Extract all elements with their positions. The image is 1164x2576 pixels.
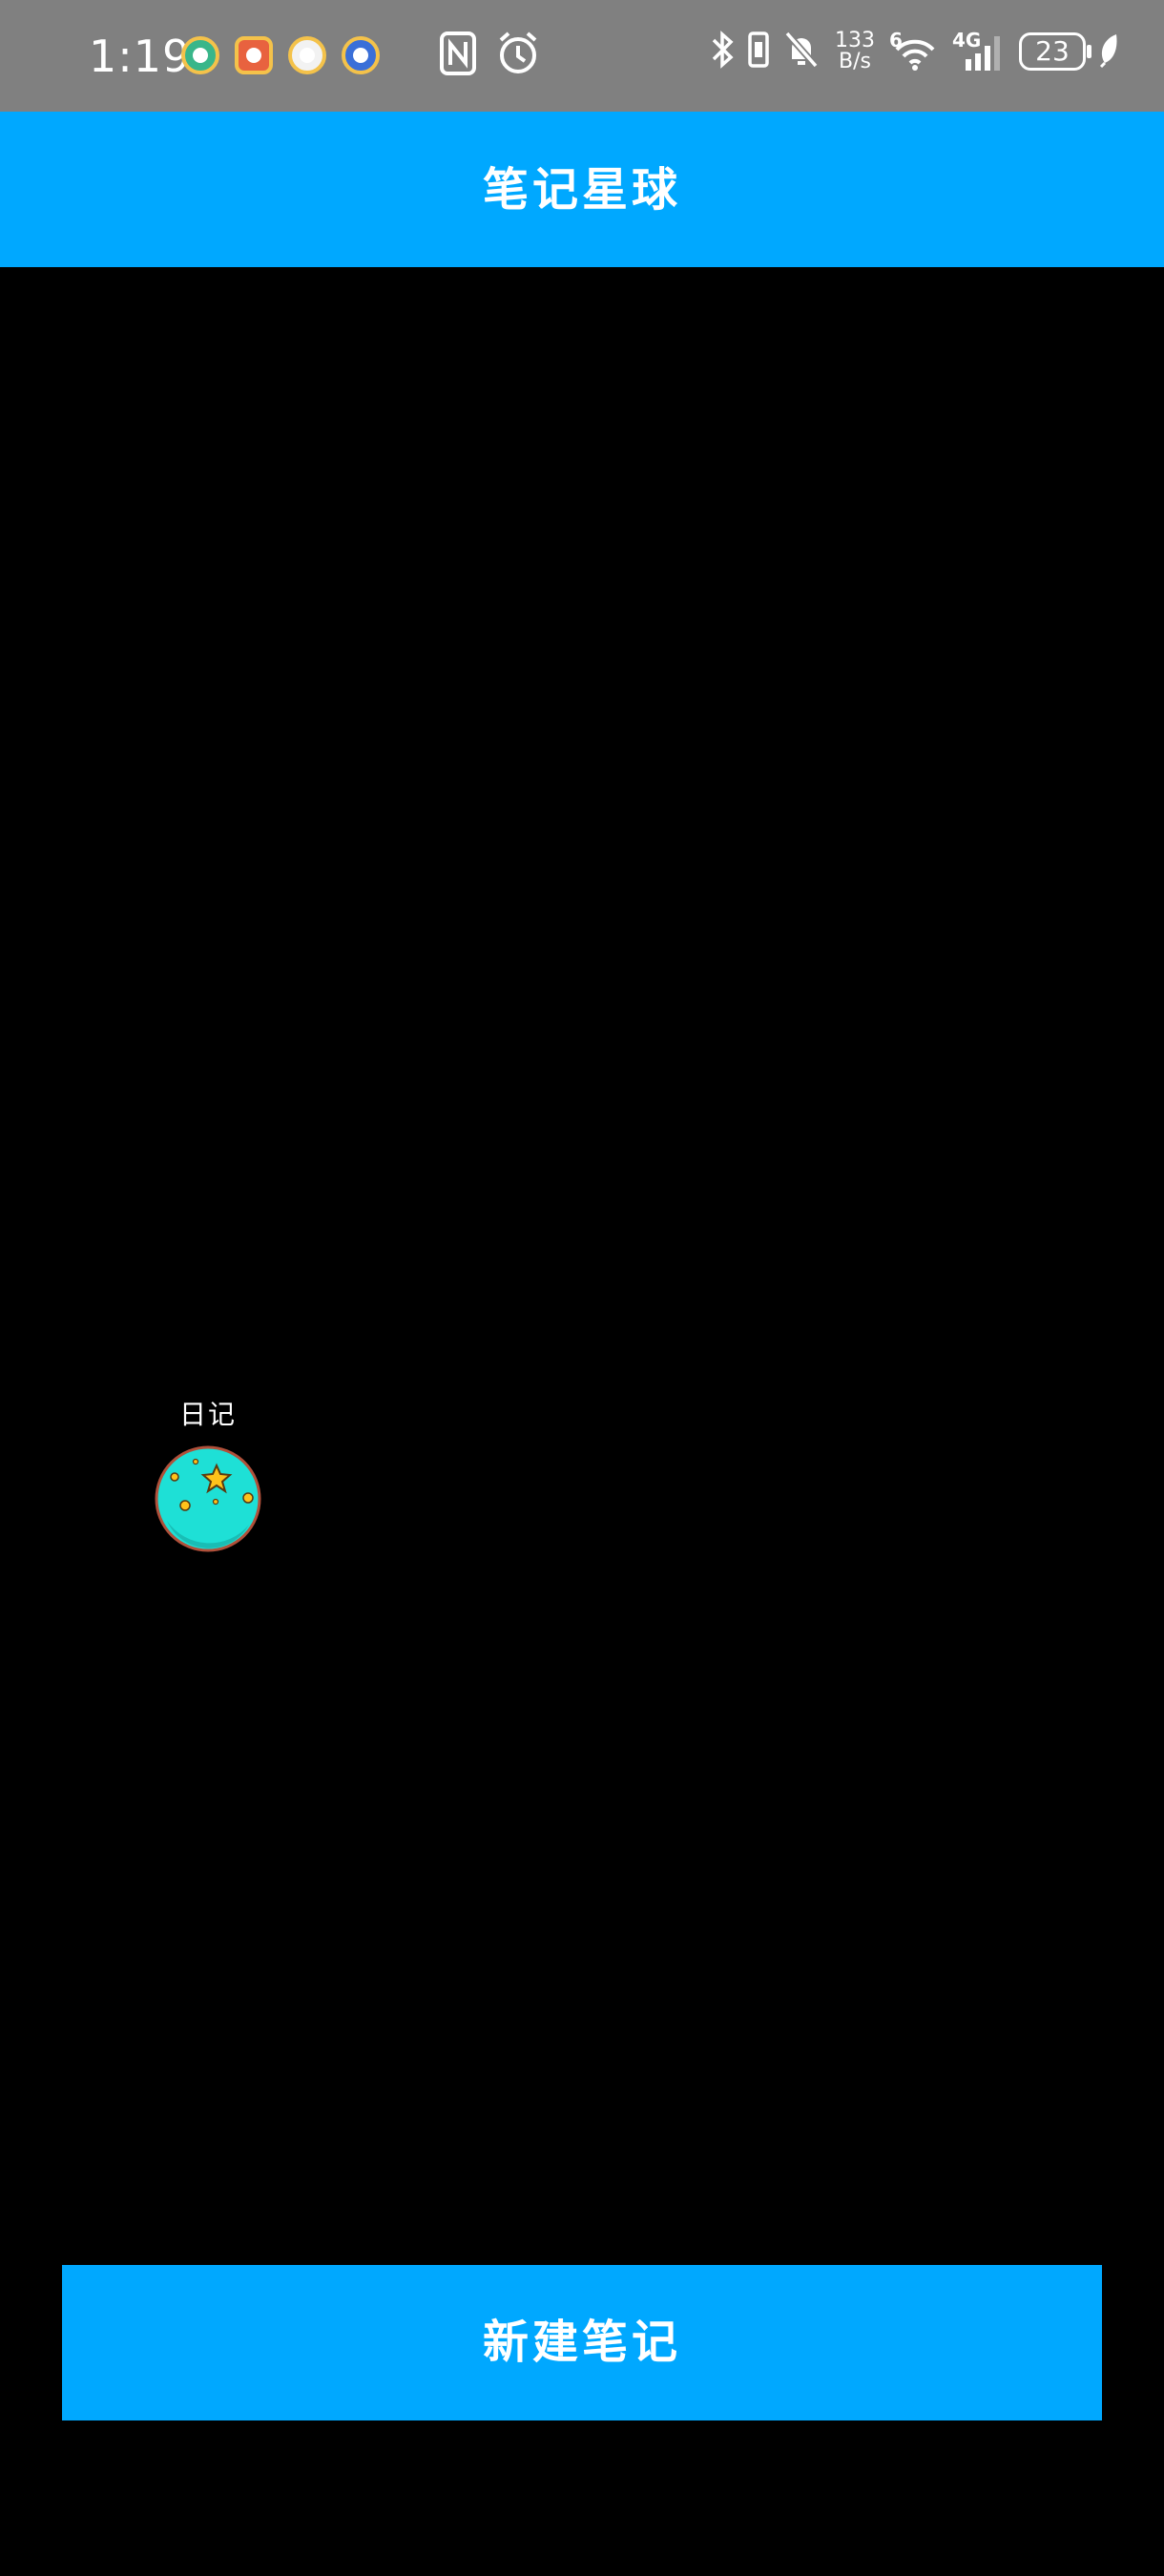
status-system-left — [439, 31, 540, 80]
planet-diary[interactable]: 日记 — [151, 1397, 265, 1553]
network-speed: 133 B/s — [832, 31, 878, 73]
bluetooth-icon — [710, 29, 735, 74]
planet-canvas — [0, 267, 1164, 2576]
nfc-icon — [439, 31, 477, 80]
app-red-icon — [235, 36, 273, 74]
network-speed-unit: B/s — [839, 50, 871, 73]
app-bar: 笔记星球 — [0, 112, 1164, 267]
signal-icon: 4G — [952, 31, 1008, 73]
app-blue-icon — [342, 36, 380, 74]
leaf-icon — [1097, 31, 1120, 73]
planet-icon — [155, 1445, 261, 1552]
vibrate-icon — [746, 29, 771, 74]
status-bar: 1:19 — [0, 0, 1164, 112]
wifi-icon: 6 — [889, 31, 941, 73]
planet-label: 日记 — [178, 1399, 237, 1430]
status-time: 1:19 — [89, 31, 192, 82]
status-system-right: 133 B/s 6 4G 23 — [710, 29, 1120, 74]
app-green-icon — [181, 36, 219, 74]
app-chat-icon — [288, 36, 326, 74]
network-speed-value: 133 — [835, 29, 875, 52]
status-app-icons — [181, 36, 380, 74]
mute-icon — [782, 29, 821, 74]
new-note-button[interactable]: 新建笔记 — [62, 2265, 1102, 2420]
page-title: 笔记星球 — [482, 163, 681, 217]
wifi-label: 6 — [889, 29, 903, 52]
battery-icon: 23 — [1019, 32, 1091, 71]
cell-network-label: 4G — [952, 29, 982, 52]
alarm-icon — [496, 31, 540, 80]
